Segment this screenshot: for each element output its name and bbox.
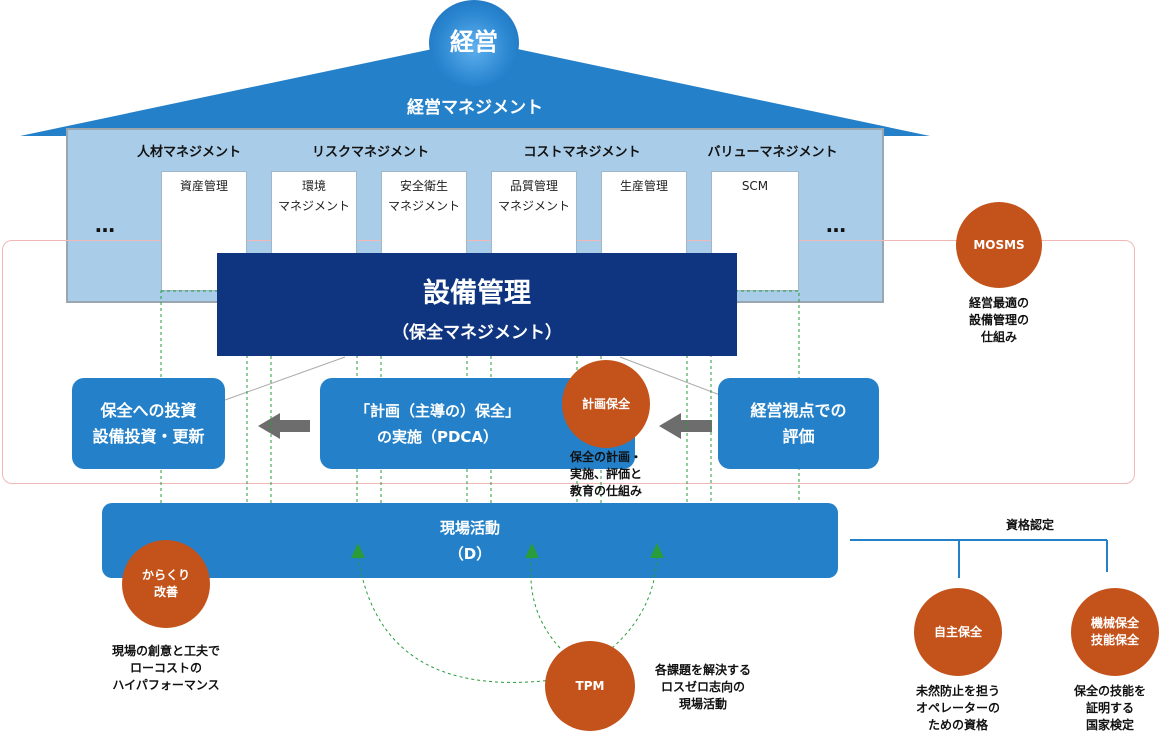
investment-box: 保全への投資 設備投資・更新 (72, 378, 225, 469)
card-line: SCM (741, 179, 769, 193)
ellipsis-left: … (95, 213, 116, 237)
note-line: 保全の計画・ (569, 450, 642, 464)
note-line: ローコストの (129, 661, 202, 675)
circle-line: 機械保全 (1090, 616, 1139, 630)
box-line: 経営視点での (750, 400, 847, 420)
mosms-note: 経営最適の 設備管理の 仕組み (940, 295, 1058, 346)
circle-line: 改善 (153, 585, 178, 599)
autonomous-note: 未然防止を担う オペレーターの ための資格 (894, 683, 1022, 734)
card-line: 資産管理 (179, 179, 228, 193)
circle-line: からくり (141, 568, 190, 582)
equipment-title: 設備管理 (423, 278, 531, 309)
machine-maintenance-circle: 機械保全 技能保全 (1071, 588, 1159, 676)
autonomous-maintenance-circle: 自主保全 (914, 588, 1002, 676)
planned-maintenance-circle: 計画保全 (562, 360, 650, 448)
card-line: マネジメント (277, 199, 350, 213)
box-line: 設備投資・更新 (92, 426, 205, 446)
machine-note: 保全の技能を 証明する 国家検定 (1056, 683, 1164, 734)
card-line: 品質管理 (509, 179, 558, 193)
note-line: 実施、評価と (569, 467, 642, 481)
note-line: 経営最適の (968, 296, 1029, 310)
equipment-subtitle: （保全マネジメント） (392, 323, 562, 343)
tpm-circle: TPM (545, 641, 635, 731)
card-line: 生産管理 (619, 179, 668, 193)
equipment-management-box: 設備管理 （保全マネジメント） (217, 253, 737, 356)
field-line: （D） (448, 544, 492, 563)
box-line: 「計画（主導の）保全」 (354, 401, 520, 420)
mgmt-area-risk: リスクマネジメント (311, 145, 429, 160)
certification-label: 資格認定 (1005, 518, 1054, 532)
top-circle-label: 経営 (450, 27, 498, 56)
note-line: 現場活動 (678, 697, 727, 711)
mgmt-area-cost: コストマネジメント (523, 145, 641, 160)
card-line: 安全衛生 (399, 179, 448, 193)
note-line: 各課題を解決する (654, 663, 751, 677)
mosms-circle: MOSMS (956, 202, 1042, 288)
mgmt-area-value: バリューマネジメント (707, 145, 838, 160)
note-line: オペレーターの (915, 701, 1000, 715)
card-line: マネジメント (387, 199, 460, 213)
karakuri-note: 現場の創意と工夫で ローコストの ハイパフォーマンス (86, 643, 246, 694)
note-line: 教育の仕組み (569, 484, 642, 498)
field-activity-bar: 現場活動 （D） (102, 503, 838, 578)
evaluation-box: 経営視点での 評価 (718, 378, 879, 469)
note-line: ロスゼロ志向の (660, 680, 745, 694)
note-line: ための資格 (927, 718, 988, 732)
note-line: 証明する (1085, 701, 1134, 715)
circle-line: 技能保全 (1090, 633, 1139, 647)
note-line: ハイパフォーマンス (112, 678, 220, 692)
tpm-note: 各課題を解決する ロスゼロ志向の 現場活動 (638, 662, 768, 713)
top-circle: 経営 (429, 0, 519, 86)
field-line: 現場活動 (439, 518, 500, 537)
karakuri-circle: からくり 改善 (122, 540, 210, 628)
planned-note: 保全の計画・ 実施、評価と 教育の仕組み (546, 449, 666, 500)
roof-title: 経営マネジメント (407, 98, 543, 118)
note-line: 国家検定 (1085, 718, 1134, 732)
card-line: マネジメント (497, 199, 570, 213)
note-line: 仕組み (980, 330, 1017, 344)
box-line: の実施（PDCA） (376, 427, 499, 446)
box-line: 評価 (782, 426, 815, 446)
note-line: 設備管理の (968, 313, 1029, 327)
note-line: 現場の創意と工夫で (111, 644, 220, 658)
note-line: 保全の技能を (1073, 684, 1146, 698)
card-line: 環境 (301, 179, 326, 193)
mgmt-area-hr: 人材マネジメント (136, 145, 241, 160)
note-line: 未然防止を担う (915, 684, 1000, 698)
box-line: 保全への投資 (100, 400, 197, 420)
ellipsis-right: … (826, 213, 847, 237)
